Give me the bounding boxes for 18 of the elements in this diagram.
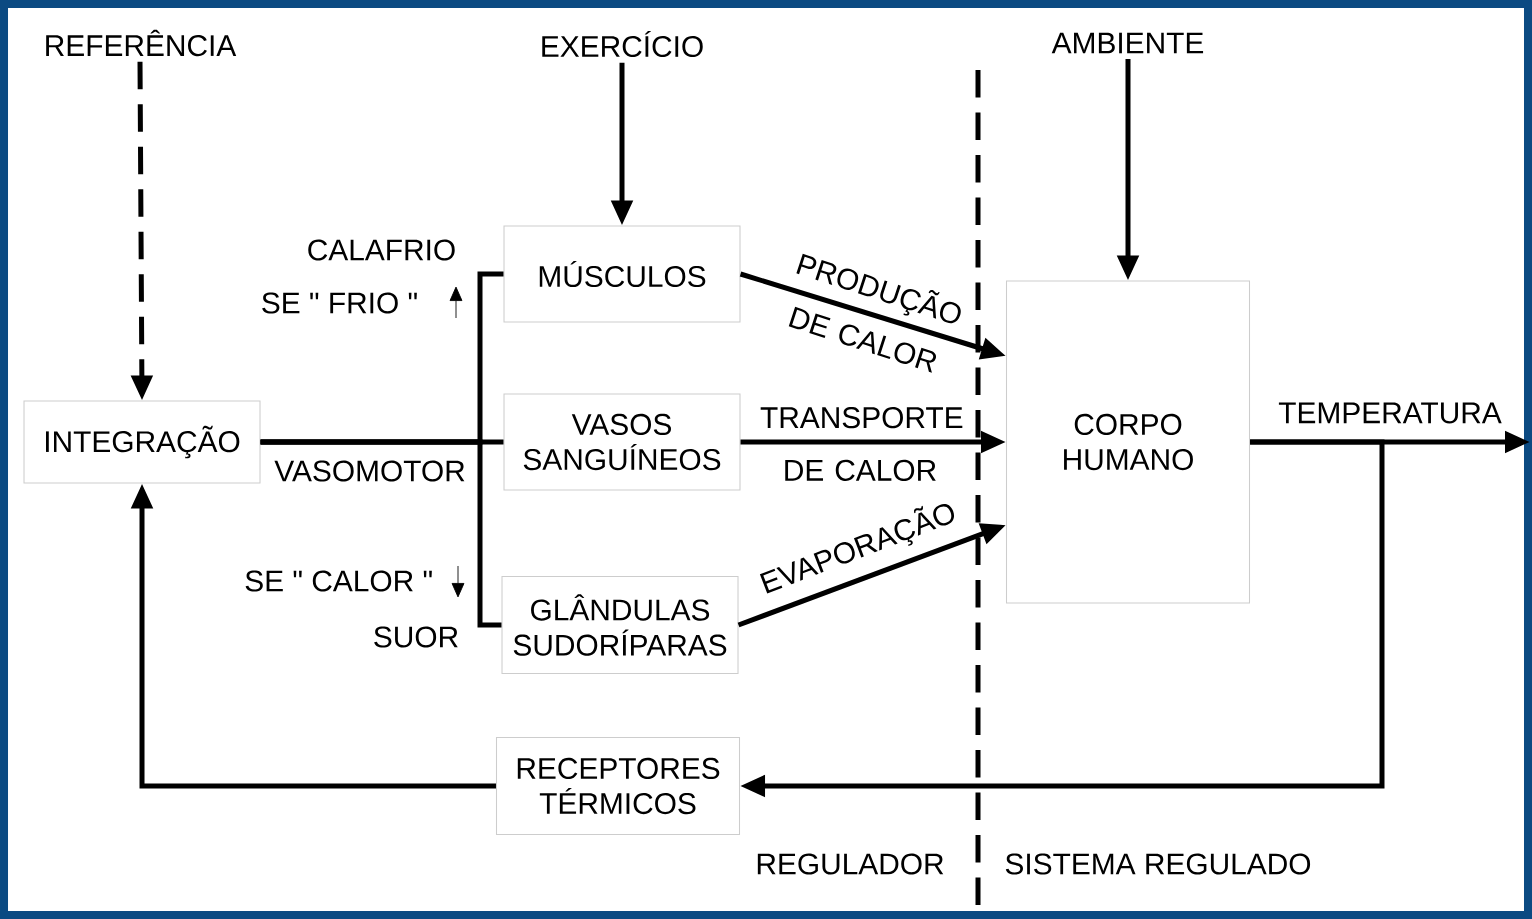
edge-label: TEMPERATURA xyxy=(1278,402,1502,424)
input-label: REFERÊNCIA xyxy=(46,29,237,57)
text-label: CALAFRIO xyxy=(308,239,455,261)
process-box: CORPO HUMANO xyxy=(1005,280,1251,604)
process-box: RECEPTORES TÉRMICOS xyxy=(496,736,741,835)
text-label: REGULADOR xyxy=(757,853,944,875)
text-label: SE " FRIO " xyxy=(262,292,417,314)
process-box: MÚSCULOS xyxy=(503,225,741,323)
input-label: EXERCÍCIO xyxy=(542,30,703,58)
edge-label: TRANSPORTE DE CALOR xyxy=(760,407,963,481)
process-box: INTEGRAÇÃO xyxy=(23,400,261,484)
process-box: VASOS SANGUÍNEOS xyxy=(503,393,741,491)
process-box: GLÂNDULAS SUDORÍPARAS xyxy=(501,575,739,675)
edge-label: VASOMOTOR xyxy=(274,460,465,482)
text-label: SISTEMA REGULADO xyxy=(1005,853,1311,875)
text-label: SUOR xyxy=(374,626,458,648)
text-label: SE " CALOR " xyxy=(245,570,432,592)
input-label: AMBIENTE xyxy=(1051,32,1204,54)
